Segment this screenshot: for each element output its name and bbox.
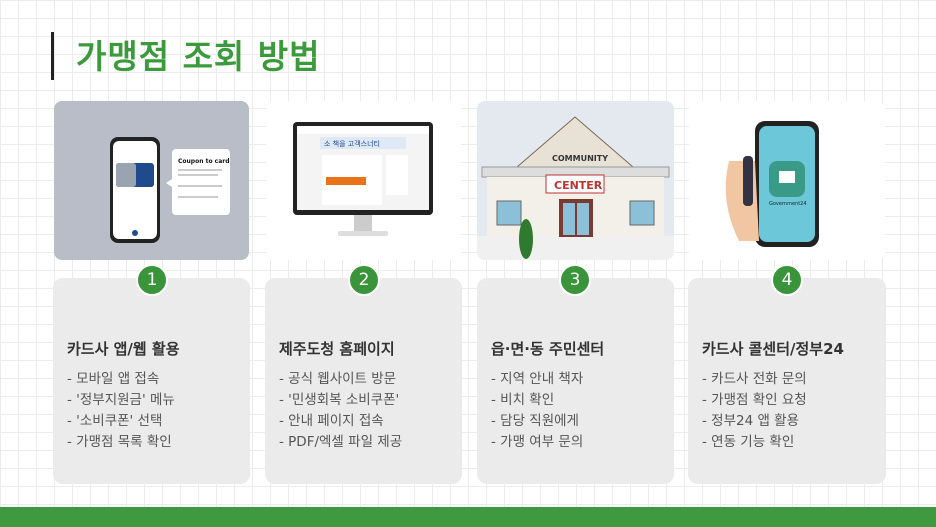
- step-heading: 카드사 콜센터/정부24: [702, 340, 844, 358]
- title-accent-bar: [51, 32, 54, 80]
- list-item: - 가맹점 목록 확인: [67, 434, 172, 450]
- step-number-1: 1: [136, 264, 168, 296]
- list-item: - 담당 직원에게: [491, 413, 579, 429]
- step-card-4: 카드사 콜센터/정부24 - 카드사 전화 문의 - 가맹점 확인 요청 - 정부2…: [688, 278, 886, 484]
- list-item: - '정부지원금' 메뉴: [67, 392, 175, 408]
- list-item: - 정부24 앱 활용: [702, 413, 800, 429]
- list-item: - 모바일 앱 접속: [67, 371, 160, 387]
- list-item: - 가맹점 확인 요청: [702, 392, 807, 408]
- website-illustration: 소 책을 고객스너티: [266, 101, 461, 260]
- footer-bar: [0, 507, 936, 527]
- step-number-3: 3: [559, 264, 591, 296]
- government24-text: Government24: [769, 201, 807, 207]
- list-item: - 공식 웹사이트 방문: [279, 371, 397, 387]
- step-number-2: 2: [348, 264, 380, 296]
- list-item: - 가맹 여부 문의: [491, 434, 584, 450]
- step-heading: 카드사 앱/웹 활용: [67, 340, 180, 358]
- list-item: - 연동 기능 확인: [702, 434, 795, 450]
- list-item: - '소비쿠폰' 선택: [67, 413, 163, 429]
- step-card-3: 읍·면·동 주민센터 - 지역 안내 책자 - 비치 확인 - 담당 직원에게 - 가…: [477, 278, 674, 484]
- step-heading: 읍·면·동 주민센터: [491, 340, 605, 358]
- step-card-1: 카드사 앱/웹 활용 - 모바일 앱 접속 - '정부지원금' 메뉴 - '소비쿠폰…: [53, 278, 250, 484]
- community-center-illustration: COMMUNITY CENTER: [477, 101, 674, 260]
- center-text: CENTER: [554, 179, 603, 192]
- step-number-4: 4: [771, 264, 803, 296]
- list-item: - 지역 안내 책자: [491, 371, 584, 387]
- website-banner-text: 소 책을 고객스너티: [324, 139, 380, 148]
- coupon-to-card-text: Coupon to card: [178, 158, 230, 165]
- list-item: - 카드사 전화 문의: [702, 371, 807, 387]
- list-item: - PDF/엑셀 파일 제공: [279, 434, 403, 450]
- community-text: COMMUNITY: [552, 154, 608, 163]
- list-item: - 비치 확인: [491, 392, 555, 408]
- list-item: - 안내 페이지 접속: [279, 413, 384, 429]
- step-heading: 제주도청 홈페이지: [279, 340, 395, 358]
- step-card-2: 제주도청 홈페이지 - 공식 웹사이트 방문 - '민생회복 소비쿠폰' - 안내 …: [265, 278, 462, 484]
- card-app-illustration: Coupon to card: [54, 101, 249, 260]
- list-item: - '민생회복 소비쿠폰': [279, 392, 400, 408]
- government24-illustration: Government24: [689, 101, 885, 260]
- page-title: 가맹점 조회 방법: [76, 37, 321, 76]
